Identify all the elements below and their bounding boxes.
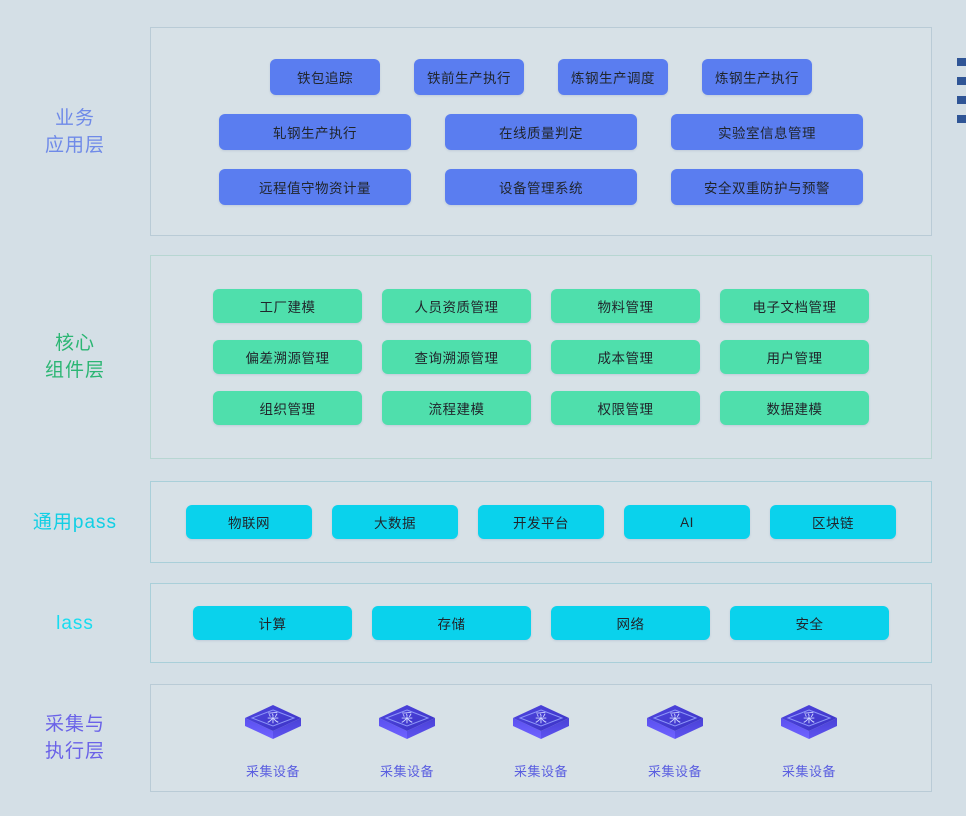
panel-business-application: 铁包追踪 铁前生产执行 炼钢生产调度 炼钢生产执行 轧钢生产执行 在线质量判定 … bbox=[150, 27, 932, 236]
chip-ironmaking-production-execution[interactable]: 铁前生产执行 bbox=[414, 58, 524, 95]
layer-label-collection-execution: 采集与 执行层 bbox=[44, 714, 105, 762]
core-row-3: 组织管理 流程建模 权限管理 数据建模 bbox=[151, 391, 931, 425]
chip-factory-modeling[interactable]: 工厂建模 bbox=[213, 289, 362, 323]
panel-collection-execution: 采 采集设备 采 bbox=[150, 684, 932, 792]
device-item-1[interactable]: 采 采集设备 bbox=[206, 697, 340, 780]
chip-cost-management[interactable]: 成本管理 bbox=[551, 340, 700, 374]
chip-deviation-traceability-management[interactable]: 偏差溯源管理 bbox=[213, 340, 362, 374]
legend-marker bbox=[957, 77, 966, 85]
device-glyph: 采 bbox=[535, 711, 547, 725]
layer-core-component: 核心 组件层 工厂建模 人员资质管理 物料管理 电子文档管理 偏差溯源管理 查询… bbox=[0, 255, 966, 459]
device-glyph: 采 bbox=[401, 711, 413, 725]
collection-device-cube-icon: 采 bbox=[639, 697, 711, 757]
panel-iaas: 计算 存储 网络 安全 bbox=[150, 583, 932, 663]
chip-iron-ladle-tracking[interactable]: 铁包追踪 bbox=[270, 58, 380, 95]
paas-row-1: 物联网 大数据 开发平台 AI 区块链 bbox=[151, 505, 931, 539]
device-glyph: 采 bbox=[267, 711, 279, 725]
chip-ai[interactable]: AI bbox=[624, 505, 750, 539]
panel-core-component: 工厂建模 人员资质管理 物料管理 电子文档管理 偏差溯源管理 查询溯源管理 成本… bbox=[150, 255, 932, 459]
chip-network[interactable]: 网络 bbox=[551, 606, 710, 640]
layer-common-paas: 通用pass 物联网 大数据 开发平台 AI 区块链 bbox=[0, 481, 966, 563]
chip-data-modeling[interactable]: 数据建模 bbox=[720, 391, 869, 425]
legend-marker bbox=[957, 96, 966, 104]
chip-iot[interactable]: 物联网 bbox=[186, 505, 312, 539]
layer-collection-execution: 采集与 执行层 bbox=[0, 684, 966, 792]
device-item-3[interactable]: 采 采集设备 bbox=[474, 697, 608, 780]
legend-marker bbox=[957, 115, 966, 123]
legend-marker bbox=[957, 58, 966, 66]
chip-organization-management[interactable]: 组织管理 bbox=[213, 391, 362, 425]
device-label: 采集设备 bbox=[781, 763, 836, 779]
chip-development-platform[interactable]: 开发平台 bbox=[478, 505, 604, 539]
chip-material-management[interactable]: 物料管理 bbox=[551, 289, 700, 323]
device-label: 采集设备 bbox=[379, 763, 434, 779]
chip-compute[interactable]: 计算 bbox=[193, 606, 352, 640]
device-glyph: 采 bbox=[669, 711, 681, 725]
chip-equipment-management-system[interactable]: 设备管理系统 bbox=[445, 168, 637, 205]
iaas-row-1: 计算 存储 网络 安全 bbox=[151, 606, 931, 640]
chip-blockchain[interactable]: 区块链 bbox=[770, 505, 896, 539]
device-item-2[interactable]: 采 采集设备 bbox=[340, 697, 474, 780]
core-row-1: 工厂建模 人员资质管理 物料管理 电子文档管理 bbox=[151, 289, 931, 323]
chip-personnel-qualification-management[interactable]: 人员资质管理 bbox=[382, 289, 531, 323]
layer-label-core-component: 核心 组件层 bbox=[44, 333, 105, 381]
layer-label-common-paas: 通用pass bbox=[32, 511, 118, 533]
chip-rolling-production-execution[interactable]: 轧钢生产执行 bbox=[219, 113, 411, 150]
collection-device-cube-icon: 采 bbox=[371, 697, 443, 757]
chip-query-traceability-management[interactable]: 查询溯源管理 bbox=[382, 340, 531, 374]
collection-device-cube-icon: 采 bbox=[773, 697, 845, 757]
chip-steelmaking-production-scheduling[interactable]: 炼钢生产调度 bbox=[558, 58, 668, 95]
legend-markers bbox=[948, 58, 966, 123]
business-row-3: 远程值守物资计量 设备管理系统 安全双重防护与预警 bbox=[151, 168, 931, 205]
device-item-4[interactable]: 采 采集设备 bbox=[608, 697, 742, 780]
chip-safety-dual-prevention-and-warning[interactable]: 安全双重防护与预警 bbox=[671, 168, 863, 205]
chip-steelmaking-production-execution[interactable]: 炼钢生产执行 bbox=[702, 58, 812, 95]
layer-iaas: lass 计算 存储 网络 安全 bbox=[0, 583, 966, 663]
chip-remote-unattended-material-weighing[interactable]: 远程值守物资计量 bbox=[219, 168, 411, 205]
panel-common-paas: 物联网 大数据 开发平台 AI 区块链 bbox=[150, 481, 932, 563]
device-label: 采集设备 bbox=[513, 763, 568, 779]
layer-label-iaas: lass bbox=[56, 612, 94, 634]
chip-permission-management[interactable]: 权限管理 bbox=[551, 391, 700, 425]
layer-label-business-application: 业务 应用层 bbox=[44, 107, 105, 156]
chip-security[interactable]: 安全 bbox=[730, 606, 889, 640]
device-label: 采集设备 bbox=[245, 763, 300, 779]
business-row-1: 铁包追踪 铁前生产执行 炼钢生产调度 炼钢生产执行 bbox=[151, 58, 931, 95]
chip-laboratory-information-management[interactable]: 实验室信息管理 bbox=[671, 113, 863, 150]
business-row-2: 轧钢生产执行 在线质量判定 实验室信息管理 bbox=[151, 113, 931, 150]
device-item-5[interactable]: 采 采集设备 bbox=[742, 697, 876, 780]
chip-big-data[interactable]: 大数据 bbox=[332, 505, 458, 539]
chip-process-modeling[interactable]: 流程建模 bbox=[382, 391, 531, 425]
collection-device-cube-icon: 采 bbox=[237, 697, 309, 757]
chip-online-quality-judgement[interactable]: 在线质量判定 bbox=[445, 113, 637, 150]
layer-business-application: 业务 应用层 铁包追踪 铁前生产执行 炼钢生产调度 炼钢生产执行 轧钢生产执行 … bbox=[0, 27, 966, 236]
device-label: 采集设备 bbox=[647, 763, 702, 779]
device-row: 采 采集设备 采 bbox=[151, 697, 931, 780]
collection-device-cube-icon: 采 bbox=[505, 697, 577, 757]
chip-electronic-document-management[interactable]: 电子文档管理 bbox=[720, 289, 869, 323]
core-row-2: 偏差溯源管理 查询溯源管理 成本管理 用户管理 bbox=[151, 340, 931, 374]
chip-storage[interactable]: 存储 bbox=[372, 606, 531, 640]
device-glyph: 采 bbox=[803, 711, 815, 725]
chip-user-management[interactable]: 用户管理 bbox=[720, 340, 869, 374]
